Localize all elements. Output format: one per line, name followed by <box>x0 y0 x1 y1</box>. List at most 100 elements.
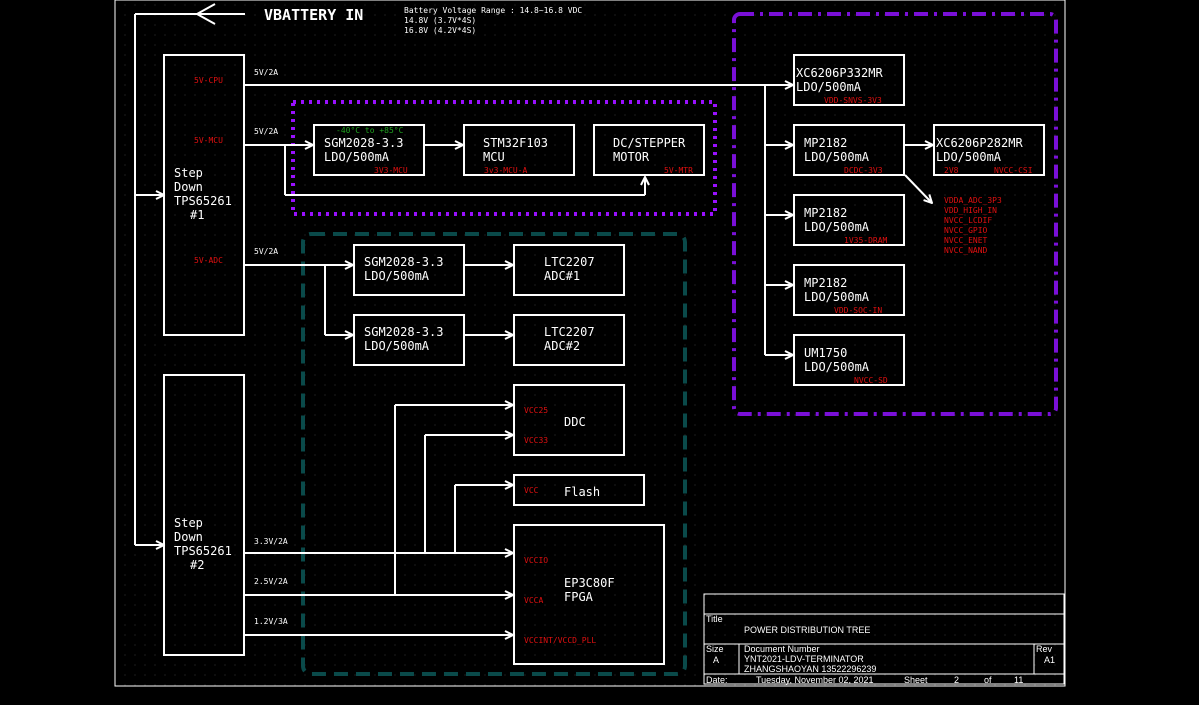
tb-sheet-label: Sheet <box>904 675 928 685</box>
sgm-adc1-line2: LDO/500mA <box>364 269 430 283</box>
rail-4: NVCC_ENET <box>944 236 988 245</box>
out-1v2-label: 1.2V/3A <box>254 617 288 626</box>
mp2182-1-line1: MP2182 <box>804 136 847 150</box>
um1750-line1: UM1750 <box>804 346 847 360</box>
sgm-mcu-box <box>313 124 425 176</box>
ddc-box <box>513 384 625 456</box>
ddc-pin-vcc25: VCC25 <box>524 406 548 415</box>
sgm-adc1-box <box>353 244 465 296</box>
battery-note-4v2: 16.8V (4.2V*4S) <box>404 26 476 35</box>
stepdown-2-line1: Step <box>174 516 203 530</box>
flash-pin-vcc: VCC <box>524 486 539 495</box>
sgm-mcu-line1: SGM2028-3.3 <box>324 136 403 150</box>
mp2182-3-line1: MP2182 <box>804 276 847 290</box>
xc282-line2: LDO/500mA <box>936 150 1002 164</box>
tb-author: ZHANGSHAOYAN 13522296239 <box>744 664 876 674</box>
stm32-line1: STM32F103 <box>483 136 548 150</box>
tb-title-label: Title <box>706 614 723 624</box>
net-nvcc-csi: NVCC-CSI <box>994 166 1033 175</box>
stepdown-2-line2: Down <box>174 530 203 544</box>
fpga-box <box>513 524 665 665</box>
xc332-line2: LDO/500mA <box>796 80 862 94</box>
mp2182-3-line2: LDO/500mA <box>804 290 870 304</box>
flash-label: Flash <box>564 485 600 499</box>
tb-size-value: A <box>713 655 719 665</box>
ddc-label: DDC <box>564 415 586 429</box>
mp2182-3-box <box>793 264 905 316</box>
tb-of-value: 11 <box>1014 675 1023 685</box>
ltc-adc2-line2: ADC#2 <box>544 339 580 353</box>
stm32-box <box>463 124 575 176</box>
ltc-adc1-line1: LTC2207 <box>544 255 595 269</box>
ltc-adc1-box <box>513 244 625 296</box>
stepdown-2-line3: TPS65261 <box>174 544 232 558</box>
fpga-pin-vcca: VCCA <box>524 596 543 605</box>
net-vdd-soc-in: VDD-SOC-IN <box>834 306 882 315</box>
net-1v35-dram: 1V35-DRAM <box>844 236 888 245</box>
tb-docnum-label: Document Number <box>744 644 820 654</box>
sheet-frame <box>114 0 1066 687</box>
stepdown-1-line1: Step <box>174 166 203 180</box>
rail-0: VDDA_ADC_3P3 <box>944 196 1002 205</box>
tb-size-label: Size <box>706 644 724 654</box>
temp-range-note: -40°C to +85°C <box>336 126 404 135</box>
xc282-line1: XC6206P282MR <box>936 136 1023 150</box>
um1750-line2: LDO/500mA <box>804 360 870 374</box>
tb-of-label: of <box>984 675 992 685</box>
ltc-adc2-box <box>513 314 625 366</box>
tb-docnum-value: YNT2021-LDV-TERMINATOR <box>744 654 864 664</box>
sgm-adc1-line1: SGM2028-3.3 <box>364 255 443 269</box>
net-5v-mtr: 5V-MTR <box>664 166 693 175</box>
tb-sheet-value: 2 <box>954 675 959 685</box>
sgm-adc2-line1: SGM2028-3.3 <box>364 325 443 339</box>
sgm-adc2-line2: LDO/500mA <box>364 339 430 353</box>
fpga-line2: FPGA <box>564 590 594 604</box>
ltc-adc1-line2: ADC#1 <box>544 269 580 283</box>
mp2182-2-box <box>793 194 905 246</box>
mcu-group-border <box>291 100 717 216</box>
cpu-group-border <box>732 12 1058 416</box>
tb-title-value: POWER DISTRIBUTION TREE <box>744 625 870 635</box>
stepdown-2-line4: #2 <box>190 558 204 572</box>
mp2182-1-box <box>793 124 905 176</box>
xc282-box <box>933 124 1045 176</box>
xc332-box <box>793 54 905 106</box>
tb-date-value: Tuesday, November 02, 2021 <box>756 675 874 685</box>
tb-date-label: Date: <box>706 675 728 685</box>
um1750-box <box>793 334 905 386</box>
fpga-line1: EP3C80F <box>564 576 615 590</box>
battery-note-3v7: 14.8V (3.7V*4S) <box>404 16 476 25</box>
rail-1: VDD_HIGH_IN <box>944 206 997 215</box>
net-vdd-snvs-3v3: VDD-SNVS-3V3 <box>824 96 882 105</box>
out-cpu-label: 5V/2A <box>254 68 278 77</box>
fpga-pin-vccint: VCCINT/VCCD_PLL <box>524 636 596 645</box>
vbattery-title: VBATTERY IN <box>264 6 363 24</box>
battery-input-wire <box>134 3 245 545</box>
title-block-frame <box>703 593 1065 685</box>
battery-range-note: Battery Voltage Range : 14.8~16.8 VDC <box>404 6 582 15</box>
motor-line1: DC/STEPPER <box>613 136 686 150</box>
stepdown-2-box <box>163 374 245 656</box>
sgm-mcu-line2: LDO/500mA <box>324 150 390 164</box>
net-2v8: 2V8 <box>944 166 959 175</box>
stepdown-1-line2: Down <box>174 180 203 194</box>
flash-box <box>513 474 645 506</box>
net-3v3-mcu-a: 3v3-MCU-A <box>484 166 528 175</box>
motor-line2: MOTOR <box>613 150 650 164</box>
motor-box <box>593 124 705 176</box>
adc-group-border <box>301 232 687 676</box>
stm32-line2: MCU <box>483 150 505 164</box>
out-mcu-label: 5V/2A <box>254 127 278 136</box>
stepdown-1-box <box>163 54 245 336</box>
out-adc-label: 5V/2A <box>254 247 278 256</box>
net-3v3-mcu: 3V3-MCU <box>374 166 408 175</box>
mp2182-1-line2: LDO/500mA <box>804 150 870 164</box>
xc332-line1: XC6206P332MR <box>796 66 883 80</box>
net-dcdc-3v3: DCDC-3V3 <box>844 166 883 175</box>
sgm-adc2-box <box>353 314 465 366</box>
stepdown-1-line4: #1 <box>190 208 204 222</box>
mp2182-2-line2: LDO/500mA <box>804 220 870 234</box>
pin-5v-adc: 5V-ADC <box>194 256 223 265</box>
rail-3: NVCC_GPIO <box>944 226 988 235</box>
